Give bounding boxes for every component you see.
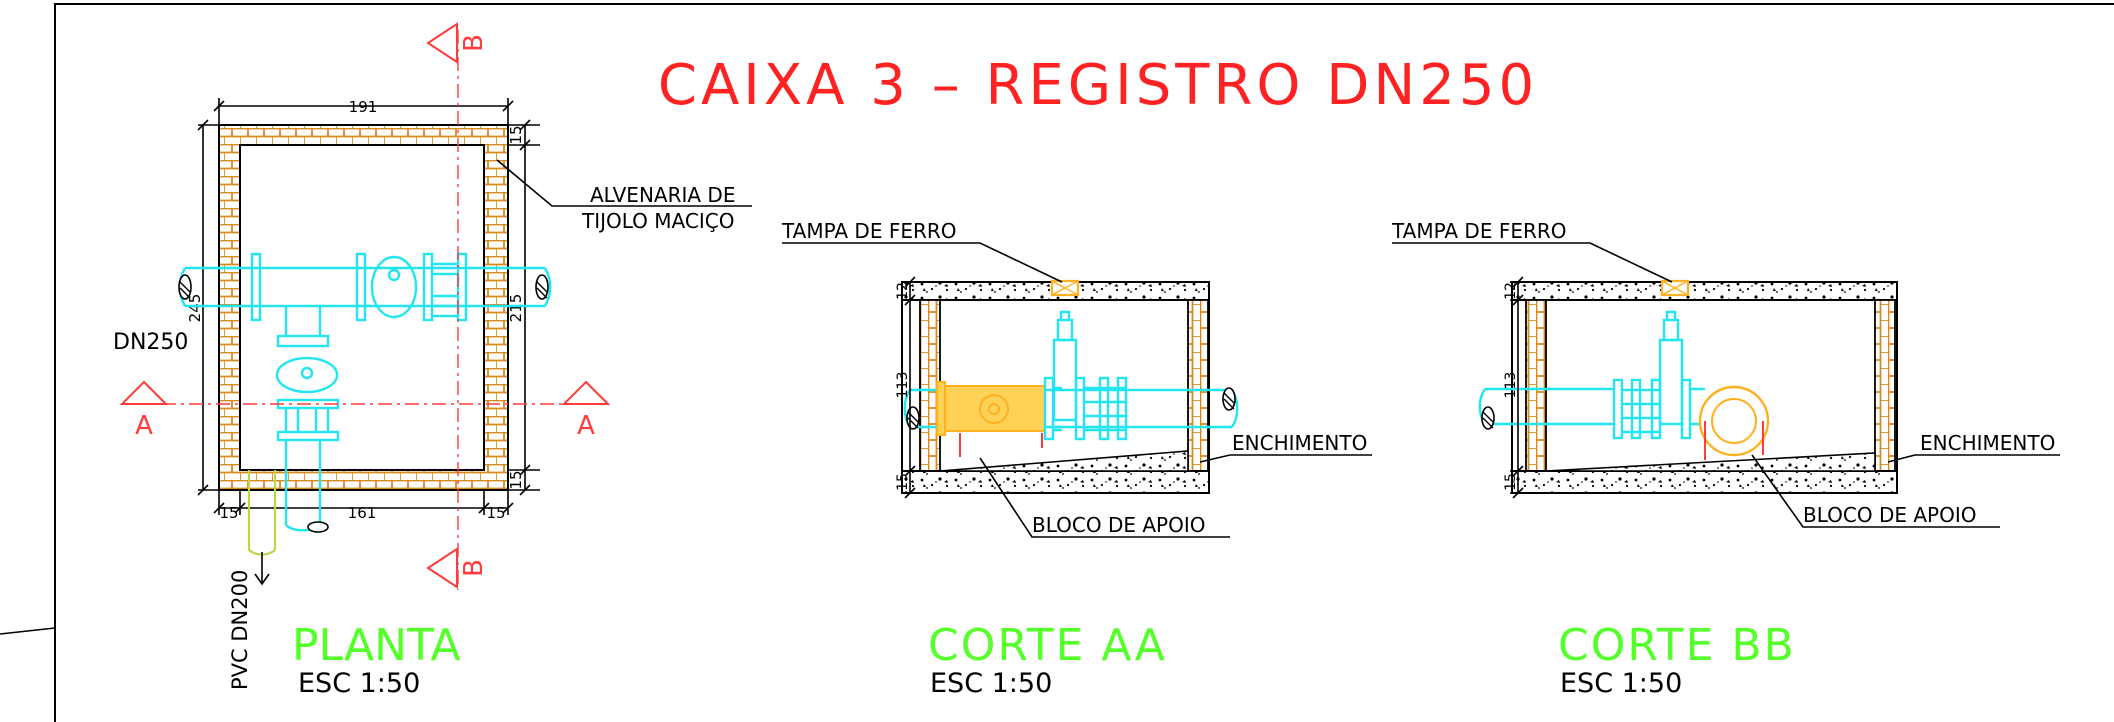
bb-dim-top-slab: 12: [1503, 282, 1519, 300]
dim-plan-left: 245: [186, 294, 204, 323]
sheet-border: [54, 3, 2114, 722]
section-a-left-label: A: [135, 411, 153, 441]
section-b-top-icon: [426, 22, 458, 64]
aa-fitting-body: [944, 385, 1046, 432]
plan-masonry-wall: [219, 125, 508, 490]
bb-lid-leader: [1392, 242, 1673, 283]
aa-dim-height: 113: [895, 372, 911, 399]
section-b-top-label: B: [459, 34, 489, 52]
plan-pvc-label: PVC DN200: [228, 570, 252, 690]
section-bb-view: 12 113 15 TAMPA DE FERRO ENCHIMENTO BLOC…: [1391, 219, 2060, 699]
bb-support-label: BLOCO DE APOIO: [1803, 503, 1976, 527]
dim-plan-right: 215: [507, 294, 525, 323]
plan-scale: ESC 1:50: [298, 668, 420, 699]
aa-support-leader: [979, 457, 1230, 538]
aa-right-wall: [1187, 299, 1209, 472]
dim-plan-bottom-right-15: 15: [486, 504, 505, 522]
section-a-right-label: A: [577, 411, 595, 441]
plan-pipe-break-icon: [178, 274, 549, 533]
bb-heading: CORTE BB: [1558, 620, 1796, 671]
bb-scale: ESC 1:50: [1560, 668, 1682, 699]
aa-lid-label: TAMPA DE FERRO: [781, 219, 957, 243]
plan-pipe-label: DN250: [113, 330, 188, 355]
aa-heading: CORTE AA: [928, 620, 1167, 671]
dim-plan-bottom-right: 15: [507, 470, 525, 489]
bb-bottom-slab: [1511, 470, 1898, 494]
sheet-stray-line: [0, 627, 56, 635]
aa-support-label: BLOCO DE APOIO: [1032, 513, 1205, 537]
bb-fill-leader: [1887, 454, 2060, 463]
section-b-bottom-icon: [426, 547, 458, 589]
section-a-left-icon: [119, 380, 169, 405]
section-aa-view: 12 113 15 TAMPA DE FERRO ENCHIMENTO BLOC…: [781, 219, 1372, 699]
bb-pipe-break-icon: [1481, 406, 1495, 430]
plan-view: 191 15 215 15 245 15 161 15: [113, 22, 752, 699]
plan-wall-leader: [496, 159, 752, 207]
aa-bottom-slab: [901, 470, 1210, 494]
bb-support-leader: [1751, 454, 2000, 528]
bb-dim-bottom-slab: 15: [1503, 473, 1519, 491]
aa-fill-label: ENCHIMENTO: [1232, 431, 1367, 455]
aa-scale: ESC 1:50: [930, 668, 1052, 699]
plan-wall-label-2: TIJOLO MACIÇO: [581, 209, 734, 233]
bb-lid-label: TAMPA DE FERRO: [1391, 219, 1567, 243]
aa-lid-leader: [782, 242, 1063, 283]
aa-dim-top-slab: 12: [895, 282, 911, 300]
aa-dim-bottom-slab: 15: [895, 473, 911, 491]
plan-dimensions: 191 15 215 15 245 15 161 15: [186, 98, 540, 522]
section-b-bottom-label: B: [459, 559, 489, 577]
section-a-right-icon: [561, 380, 611, 405]
bb-fill-wedge: [1545, 452, 1876, 472]
dim-plan-top: 191: [349, 98, 378, 116]
plan-wall-label-1: ALVENARIA DE: [590, 183, 735, 207]
aa-fill-wedge: [939, 450, 1189, 472]
bb-fill-label: ENCHIMENTO: [1920, 431, 2055, 455]
bb-left-wall: [1525, 299, 1547, 472]
bb-right-wall: [1874, 299, 1896, 472]
bb-dim-height: 113: [1503, 372, 1519, 399]
dim-plan-bottom-left: 15: [219, 504, 238, 522]
dim-plan-bottom-mid: 161: [348, 504, 377, 522]
aa-fill-leader: [1199, 454, 1372, 463]
plan-heading: PLANTA: [292, 620, 461, 671]
bb-top-slab: [1511, 281, 1898, 301]
dim-plan-top-right: 15: [507, 125, 525, 144]
drawing-title: CAIXA 3 – REGISTRO DN250: [658, 53, 1538, 118]
plan-section-markers: A A B B: [119, 22, 611, 590]
